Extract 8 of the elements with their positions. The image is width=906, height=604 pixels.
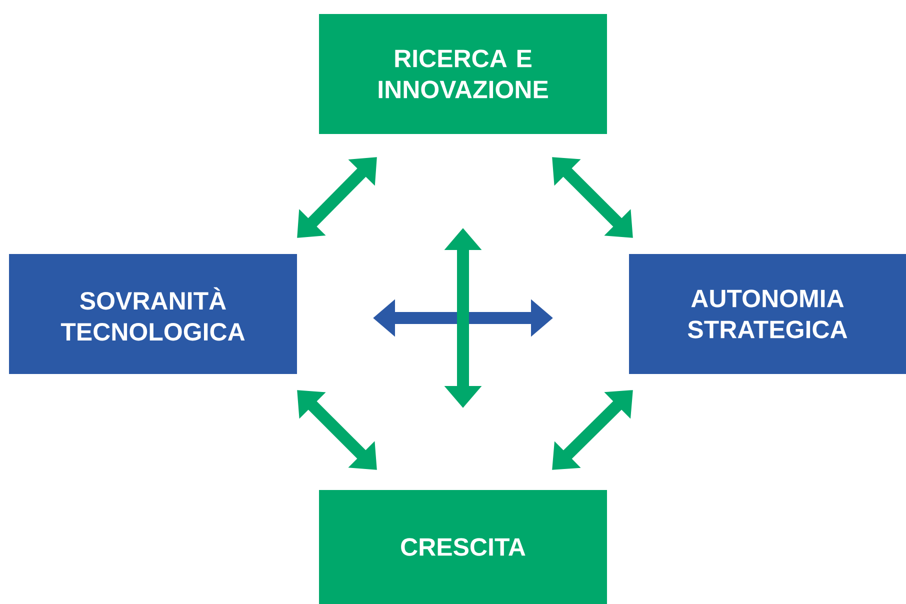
double-arrow <box>552 157 633 238</box>
double-arrow <box>552 390 633 470</box>
concept-box: RICERCA E INNOVAZIONE <box>319 14 607 134</box>
double-arrow <box>297 390 377 470</box>
concept-box: AUTONOMIA STRATEGICA <box>629 254 906 374</box>
concept-box: SOVRANITÀ TECNOLOGICA <box>9 254 297 374</box>
concept-box: CRESCITA <box>319 490 607 604</box>
double-arrow <box>297 157 377 238</box>
